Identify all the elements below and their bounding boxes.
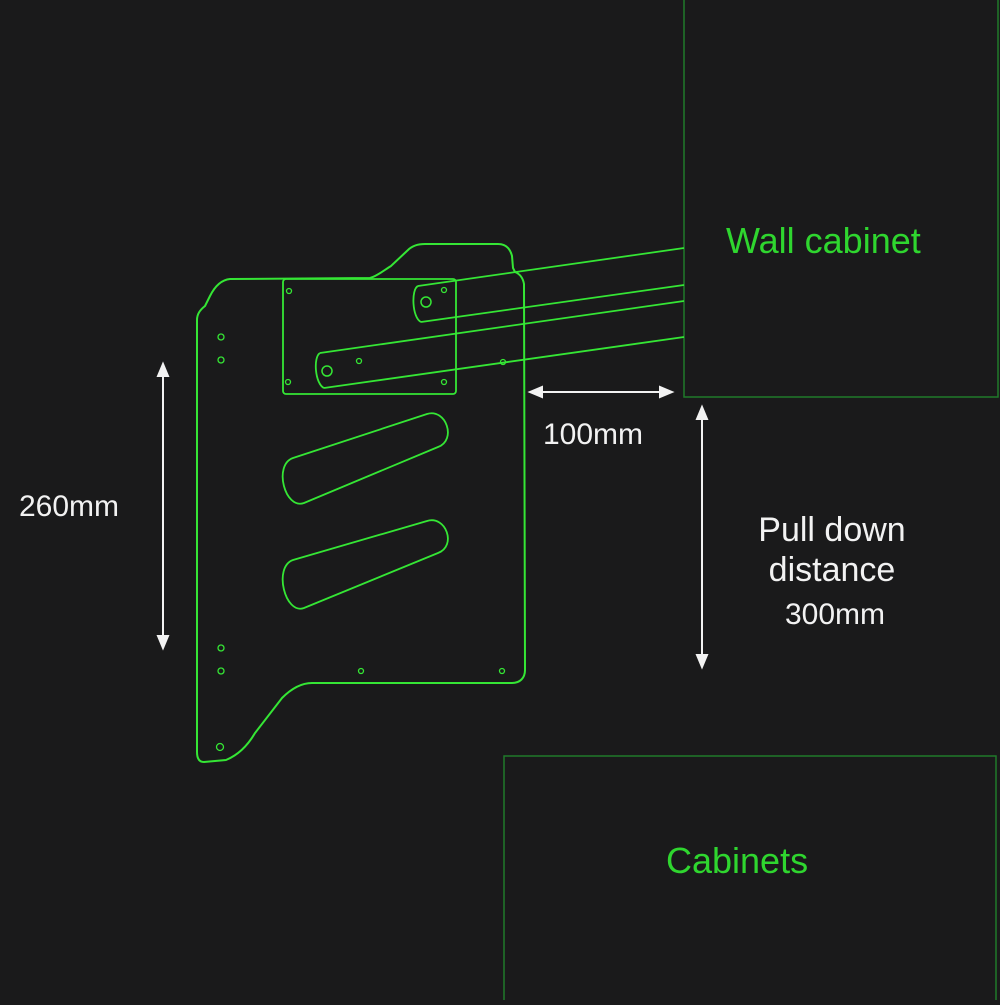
screw-hole	[440, 378, 448, 386]
pivot-hole-upper	[420, 296, 432, 308]
upper-arm	[412, 247, 685, 323]
screw-hole	[357, 667, 365, 675]
arrowhead-down	[695, 654, 709, 670]
slot-upper	[281, 412, 449, 505]
dimension-300	[695, 404, 709, 670]
screw-hole	[217, 356, 225, 364]
screw-hole	[217, 644, 225, 652]
screw-hole	[215, 742, 225, 752]
slot-lower	[281, 519, 449, 610]
screw-hole	[440, 286, 448, 294]
screw-hole	[217, 333, 225, 341]
pull-down-distance-label: Pull down distance	[742, 510, 922, 590]
height-dimension-label: 260mm	[19, 490, 120, 523]
wall-cabinet-label: Wall cabinet	[726, 220, 921, 261]
screw-hole	[217, 667, 225, 675]
screw-hole	[285, 287, 293, 295]
pull-down-line-1: Pull down	[758, 511, 906, 549]
mechanism-plate	[196, 243, 527, 764]
arrowhead-down	[156, 635, 170, 651]
pull-down-line-2: distance	[768, 551, 896, 589]
screw-hole	[499, 358, 507, 366]
arrowhead-up	[156, 361, 170, 377]
pivot-hole-lower	[321, 365, 333, 377]
screw-hole	[284, 378, 292, 386]
gap-dimension-label: 100mm	[543, 418, 644, 451]
pull-down-value-label: 300mm	[785, 598, 886, 631]
arrowhead-left	[527, 385, 543, 399]
lower-arm	[314, 300, 685, 389]
arrowhead-right	[659, 385, 675, 399]
cabinets-outline	[503, 755, 997, 1005]
cabinets-label: Cabinets	[666, 840, 809, 881]
screw-hole	[355, 357, 363, 365]
screw-hole	[498, 667, 506, 675]
wall-cabinet-outline	[683, 0, 999, 398]
dimension-100	[527, 385, 675, 399]
mounting-bracket	[282, 278, 457, 395]
arrowhead-up	[695, 404, 709, 420]
screw-holes	[215, 286, 507, 752]
dimension-260	[156, 361, 170, 651]
